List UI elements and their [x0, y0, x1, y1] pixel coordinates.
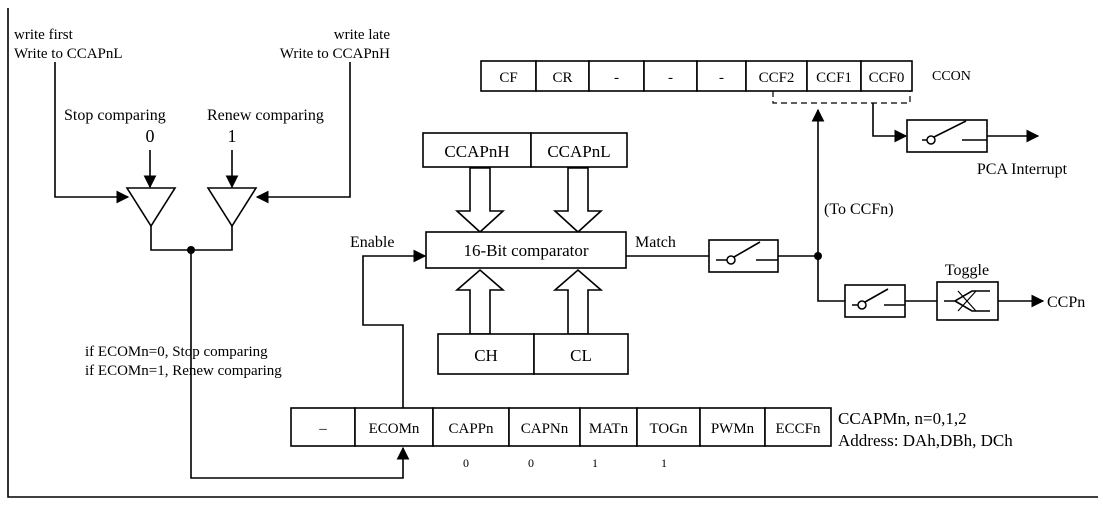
ccon-cell-label: CR — [552, 70, 572, 86]
ccapm-cell-label: ECOMn — [369, 421, 420, 437]
ccf-or-bracket — [772, 91, 911, 104]
ccon-cell — [860, 60, 913, 92]
write-first-text: write first — [14, 27, 74, 43]
toggle-enable-switch — [844, 284, 906, 318]
write-ccapnh-text: Write to CCAPnH — [280, 46, 390, 62]
ccapnh-box — [422, 132, 532, 168]
ccapm-values: 0 0 1 1 — [463, 456, 667, 470]
ccon-cell-label: CCF0 — [869, 70, 905, 86]
ch-box — [437, 333, 535, 375]
toggle-switch-blade — [852, 288, 905, 306]
ccon-cell — [588, 60, 645, 92]
pca-interrupt-label: PCA Interrupt — [977, 161, 1068, 178]
interrupt-switch-pivot — [926, 135, 936, 145]
toggle-symbol — [944, 290, 990, 312]
ccapnl-bus-arrow — [552, 167, 604, 234]
ccapm-address: Address: DAh,DBh, DCh — [838, 431, 1013, 450]
ccon-cell-label: - — [614, 70, 619, 86]
ecom-feed-wire — [190, 250, 410, 479]
ccapm-cell — [699, 407, 766, 447]
ch-bus-arrow — [454, 268, 506, 335]
frame — [7, 8, 1098, 498]
interrupt-switch-blade — [922, 120, 987, 141]
cl-box — [533, 333, 629, 375]
ccapm-register: – ECOMn CAPPn CAPNn MATn TOGn PWMn ECCFn — [290, 407, 832, 447]
ccapm-bit-value: 0 — [463, 456, 469, 470]
ccon-cell — [696, 60, 747, 92]
toggle-label: Toggle — [945, 262, 989, 279]
write-ccapnl-text: Write to CCAPnL — [14, 46, 123, 62]
zero-label: 0 — [146, 126, 155, 146]
ccapnl-box — [530, 132, 628, 168]
ch-label: CH — [474, 346, 498, 365]
stop-buffer — [125, 187, 177, 228]
ccapm-bit-value: 1 — [661, 456, 667, 470]
ccapm-cell-label: MATn — [589, 421, 629, 437]
ccapm-bit-value: 1 — [592, 456, 598, 470]
comparator-label: 16-Bit comparator — [463, 241, 588, 260]
ccon-cell-label: CCF2 — [759, 70, 795, 86]
match-label: Match — [635, 234, 676, 251]
ccon-cell — [535, 60, 590, 92]
ecom-note-line2: if ECOMn=1, Renew comparing — [85, 363, 282, 379]
ccapm-cell — [432, 407, 510, 447]
ccapnh-bus-arrow — [454, 167, 506, 234]
ccapm-cell — [764, 407, 832, 447]
ccapnl-label: CCAPnL — [547, 142, 610, 161]
match-switch-blade — [716, 241, 778, 261]
ccon-register: CF CR - - - CCF2 CCF1 CCF0 — [480, 60, 913, 92]
stop-comparing-label: Stop comparing — [64, 107, 166, 124]
match-switch-pivot — [726, 255, 736, 265]
ccapm-cell-label: CAPNn — [521, 421, 569, 437]
ccon-cell — [806, 60, 862, 92]
ccon-cell-label: CCF1 — [816, 70, 852, 86]
to-ccfn-label: (To CCFn) — [824, 201, 894, 218]
enable-label: Enable — [350, 234, 394, 251]
renew-comparing-label: Renew comparing — [207, 107, 324, 124]
ecom-note-line1: if ECOMn=0, Stop comparing — [85, 344, 268, 360]
toggle-branch-wire — [817, 256, 845, 302]
write-late-text: write late — [334, 27, 391, 43]
ccpn-label: CCPn — [1047, 294, 1085, 311]
enable-wire — [362, 249, 427, 408]
interrupt-wire — [872, 103, 908, 143]
ccon-cell — [745, 60, 808, 92]
ccapm-cell — [636, 407, 701, 447]
renew-buffer — [206, 187, 258, 228]
ccapm-cell-label: TOGn — [649, 421, 688, 437]
ccapm-cell-label: ECCFn — [775, 421, 821, 437]
ccapnh-label: CCAPnH — [444, 142, 509, 161]
ccapm-cell-label: PWMn — [711, 421, 755, 437]
interrupt-switch — [906, 119, 988, 153]
match-switch — [708, 239, 779, 273]
ccapm-cell — [354, 407, 434, 447]
ccon-cell-label: - — [719, 70, 724, 86]
toggle-switch-pivot — [857, 300, 867, 310]
one-label: 1 — [228, 126, 237, 146]
ccon-cell-label: - — [668, 70, 673, 86]
ccon-cell-label: CF — [499, 70, 517, 86]
toggle-cross — [957, 290, 977, 312]
ccapm-cell-label: CAPPn — [448, 421, 494, 437]
write-first-wire — [54, 62, 130, 204]
cl-label: CL — [570, 346, 592, 365]
ccapm-bit-value: 0 — [528, 456, 534, 470]
cl-bus-arrow — [552, 268, 604, 335]
ccapm-cell-label: – — [318, 421, 327, 437]
ccapm-name: CCAPMn, n=0,1,2 — [838, 409, 967, 428]
ccapm-cell — [290, 407, 356, 447]
ccon-name: CCON — [932, 69, 971, 84]
write-late-wire — [255, 62, 351, 204]
